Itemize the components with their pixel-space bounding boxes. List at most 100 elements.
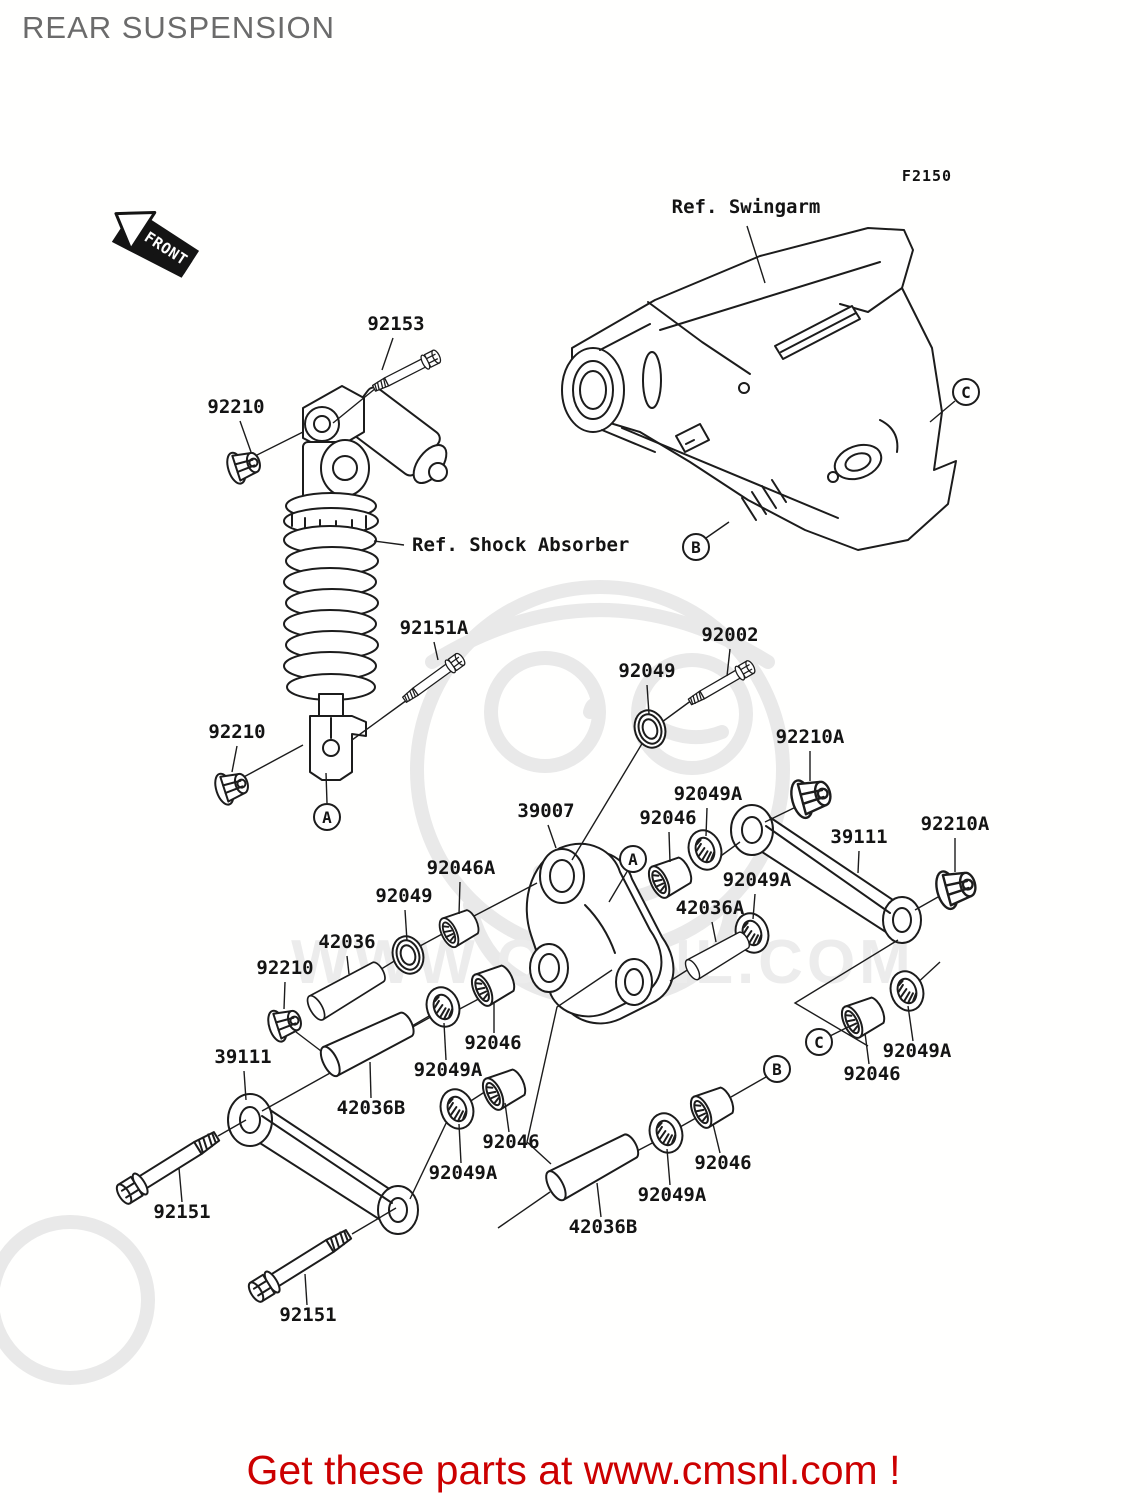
- sleeve-part-drawing: [315, 1006, 420, 1080]
- marker-circle-C: [952, 378, 980, 406]
- part-number-label: 92210: [256, 957, 313, 979]
- assembly-axis-line: [419, 932, 445, 947]
- label-leader-line: [381, 337, 394, 371]
- bolt-part-drawing: [112, 1125, 224, 1208]
- assembly-axis-line: [217, 1119, 247, 1137]
- bearing-part-drawing: [884, 966, 930, 1016]
- bushing-part-drawing: [477, 1063, 531, 1114]
- part-number-label: 92210: [207, 396, 264, 418]
- part-number-label: 42036A: [676, 897, 745, 919]
- part-number-label: 92049: [618, 660, 675, 682]
- marker-letter-A: A: [322, 808, 332, 827]
- label-leader-line: [752, 893, 756, 920]
- part-number-label: 92210A: [776, 726, 845, 748]
- marker-circle-B: [682, 533, 710, 561]
- label-leader-line: [239, 420, 252, 453]
- marker-leader-line: [705, 521, 730, 539]
- tie-rod-right-drawing: [730, 804, 922, 944]
- part-number-label: Ref. Shock Absorber: [412, 534, 629, 556]
- bolt-part-drawing: [685, 658, 758, 710]
- part-number-label: 92046A: [427, 857, 496, 879]
- part-number-label: 42036B: [569, 1216, 638, 1238]
- marker-letter-C: C: [961, 383, 971, 402]
- label-leader-line: [346, 955, 350, 975]
- assembly-axis-line: [351, 699, 408, 741]
- assembly-axis-line: [793, 939, 899, 1047]
- assembly-axis-line: [295, 1031, 322, 1052]
- part-number-label: 92049: [375, 885, 432, 907]
- part-number-label: 92049A: [638, 1184, 707, 1206]
- label-leader-line: [231, 745, 238, 773]
- label-leader-line: [547, 824, 557, 849]
- label-leader-line: [404, 909, 408, 942]
- bearing-part-drawing: [434, 1084, 480, 1134]
- assembly-axis-line: [351, 1207, 397, 1235]
- part-number-label: 92049A: [723, 869, 792, 891]
- part-number-label: 39111: [830, 826, 887, 848]
- assembly-axis-line: [571, 741, 644, 861]
- sleeve-part-drawing: [681, 927, 754, 983]
- marker-leader-line: [730, 1076, 767, 1098]
- label-leader-line: [864, 1032, 870, 1065]
- footer-link-text[interactable]: Get these parts at www.cmsnl.com !: [246, 1447, 901, 1493]
- label-leader-line: [433, 641, 439, 661]
- front-arrow-icon: FRONT: [111, 211, 200, 278]
- label-leader-line: [668, 831, 671, 863]
- label-leader-line: [369, 1061, 372, 1099]
- marker-letter-A: A: [628, 850, 638, 869]
- bolt-part-drawing: [244, 1223, 356, 1306]
- label-leader-line: [726, 648, 731, 677]
- bushing-part-drawing: [466, 959, 520, 1010]
- assembly-axis-line: [239, 744, 304, 780]
- marker-circle-C: [805, 1028, 833, 1056]
- part-number-label: 92046: [694, 1152, 751, 1174]
- shock-absorber-drawing: [283, 385, 448, 781]
- nut-part-drawing: [210, 765, 254, 808]
- label-leader-line: [666, 1148, 671, 1186]
- label-leader-line: [596, 1182, 602, 1218]
- marker-letter-B: B: [772, 1060, 782, 1079]
- label-leader-line: [712, 1123, 721, 1154]
- bolt-part-drawing: [399, 650, 468, 707]
- marker-leader-line: [325, 772, 328, 804]
- part-number-label: 92210: [208, 721, 265, 743]
- part-number-label: 92153: [367, 313, 424, 335]
- nut-part-drawing: [263, 1002, 307, 1045]
- part-number-label: 39111: [214, 1046, 271, 1068]
- part-number-label: 42036: [318, 931, 375, 953]
- marker-leader-line: [829, 1026, 849, 1037]
- part-number-label: 92002: [701, 624, 758, 646]
- label-leader-line: [243, 1070, 247, 1101]
- assembly-axis-line: [661, 699, 693, 723]
- label-leader-line: [504, 1102, 510, 1133]
- part-number-label: 92151A: [400, 617, 469, 639]
- sleeve-part-drawing: [541, 1128, 644, 1205]
- assembly-axis-line: [526, 969, 613, 1165]
- assembly-axis-line: [473, 882, 538, 917]
- part-number-label: 92210A: [921, 813, 990, 835]
- sleeve-part-drawing: [303, 956, 390, 1024]
- marker-circle-A: [619, 845, 647, 873]
- part-number-label: 92151: [279, 1304, 336, 1326]
- seal-part-drawing: [386, 931, 430, 979]
- label-leader-line: [711, 921, 717, 943]
- page-title: REAR SUSPENSION: [22, 10, 336, 45]
- part-number-label: 92049A: [883, 1040, 952, 1062]
- part-number-label: 92151: [153, 1201, 210, 1223]
- label-leader-line: [857, 850, 860, 874]
- marker-leader-line: [929, 400, 956, 423]
- nut-part-drawing: [931, 862, 981, 913]
- part-number-label: 42036B: [337, 1097, 406, 1119]
- label-leader-line: [907, 1005, 914, 1042]
- label-leader-line: [373, 540, 405, 546]
- label-leader-line: [458, 1123, 462, 1164]
- part-number-label: 39007: [517, 800, 574, 822]
- label-leader-line: [458, 881, 461, 915]
- bearing-part-drawing: [420, 982, 466, 1032]
- figure-code: F2150: [901, 167, 953, 185]
- assembly-axis-line: [497, 1191, 551, 1229]
- label-leader-line: [646, 684, 650, 715]
- part-number-label: Ref. Swingarm: [672, 196, 821, 218]
- assembly-axis-line: [409, 1116, 450, 1200]
